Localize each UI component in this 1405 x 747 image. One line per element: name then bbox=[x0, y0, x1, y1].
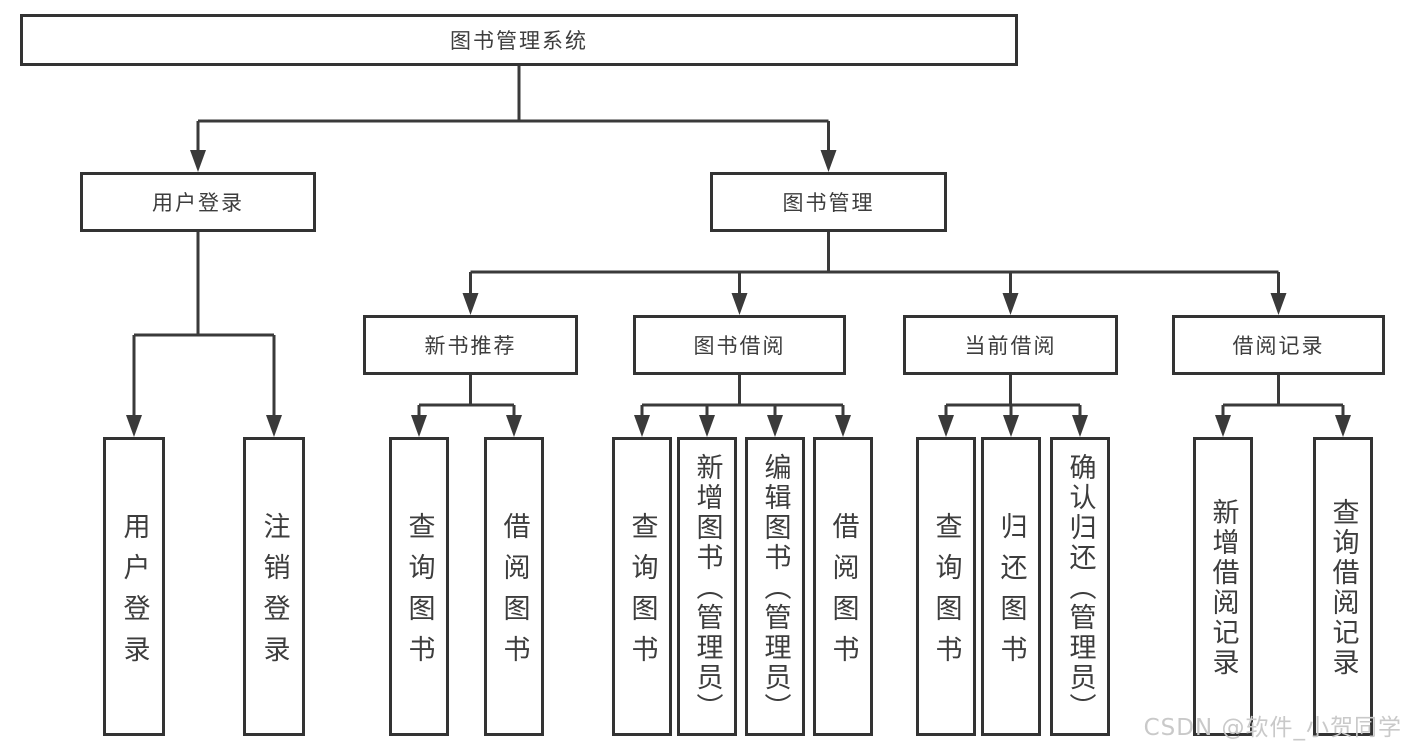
edge-records bbox=[1215, 375, 1351, 437]
arrowhead bbox=[767, 415, 783, 437]
node-label: 用户登录 bbox=[118, 511, 150, 676]
node-leaf-c-return: 归还图书 bbox=[981, 437, 1041, 736]
arrowhead bbox=[699, 415, 715, 437]
node-leaf-b-query: 查询图书 bbox=[612, 437, 672, 736]
node-label: 确认归还（管理员） bbox=[1064, 453, 1096, 723]
edge-lines bbox=[1221, 375, 1345, 417]
node-label: 查询图书 bbox=[626, 511, 658, 676]
arrowhead bbox=[411, 415, 427, 437]
node-mgmt: 图书管理 bbox=[710, 172, 947, 232]
node-label: 查询图书 bbox=[930, 511, 962, 676]
arrowhead bbox=[835, 415, 851, 437]
arrowhead bbox=[634, 415, 650, 437]
edge-login bbox=[126, 232, 282, 437]
arrowhead bbox=[462, 293, 479, 315]
node-leaf-r-query: 查询借阅记录 bbox=[1313, 437, 1373, 736]
arrowhead bbox=[266, 415, 282, 437]
node-label: 借阅记录 bbox=[1232, 334, 1325, 358]
node-label: 编辑图书（管理员） bbox=[759, 453, 791, 723]
edge-current bbox=[938, 375, 1088, 437]
edge-mgmt bbox=[462, 232, 1287, 315]
node-label: 借阅图书 bbox=[827, 511, 859, 676]
node-label: 查询借阅记录 bbox=[1327, 498, 1359, 678]
arrowhead bbox=[1072, 415, 1088, 437]
node-label: 新增借阅记录 bbox=[1207, 498, 1239, 678]
edge-lines bbox=[417, 375, 516, 417]
node-login: 用户登录 bbox=[80, 172, 316, 232]
node-label: 归还图书 bbox=[995, 511, 1027, 676]
edge-lines bbox=[944, 375, 1082, 417]
node-label: 图书管理系统 bbox=[450, 29, 588, 53]
node-label: 图书管理 bbox=[782, 191, 875, 215]
arrowhead bbox=[190, 150, 206, 172]
node-label: 注销登录 bbox=[258, 511, 290, 676]
node-label: 当前借阅 bbox=[964, 334, 1057, 358]
node-leaf-nb-query: 查询图书 bbox=[389, 437, 449, 736]
edge-newbook bbox=[411, 375, 522, 437]
node-label: 新书推荐 bbox=[424, 334, 517, 358]
node-leaf-c-confirm: 确认归还（管理员） bbox=[1050, 437, 1110, 736]
node-label: 新增图书（管理员） bbox=[691, 453, 723, 723]
node-leaf-nb-borrow: 借阅图书 bbox=[484, 437, 544, 736]
edge-lines bbox=[132, 232, 276, 417]
arrowhead bbox=[731, 293, 748, 315]
node-newbook: 新书推荐 bbox=[363, 315, 578, 375]
arrowhead bbox=[1270, 293, 1287, 315]
node-label: 图书借阅 bbox=[693, 334, 786, 358]
arrowhead bbox=[126, 415, 142, 437]
node-current: 当前借阅 bbox=[903, 315, 1118, 375]
edge-lines bbox=[469, 232, 1280, 295]
node-label: 借阅图书 bbox=[498, 511, 530, 676]
node-leaf-b-borrow: 借阅图书 bbox=[813, 437, 873, 736]
node-label: 用户登录 bbox=[152, 191, 244, 215]
node-leaf-logout: 注销登录 bbox=[243, 437, 305, 736]
node-label: 查询图书 bbox=[403, 511, 435, 676]
edge-root bbox=[190, 66, 837, 172]
arrowhead bbox=[938, 415, 954, 437]
arrowhead bbox=[506, 415, 522, 437]
node-root: 图书管理系统 bbox=[20, 14, 1018, 66]
arrowhead bbox=[1003, 415, 1019, 437]
node-borrowing: 图书借阅 bbox=[633, 315, 846, 375]
edge-borrowing bbox=[634, 375, 851, 437]
node-leaf-r-add: 新增借阅记录 bbox=[1193, 437, 1253, 736]
arrowhead bbox=[1215, 415, 1231, 437]
edge-lines bbox=[640, 375, 845, 417]
node-leaf-b-edit: 编辑图书（管理员） bbox=[745, 437, 805, 736]
node-leaf-user-login: 用户登录 bbox=[103, 437, 165, 736]
node-leaf-c-query: 查询图书 bbox=[916, 437, 976, 736]
arrowhead bbox=[1335, 415, 1351, 437]
node-records: 借阅记录 bbox=[1172, 315, 1385, 375]
node-leaf-b-add: 新增图书（管理员） bbox=[677, 437, 737, 736]
arrowhead bbox=[820, 150, 837, 172]
arrowhead bbox=[1002, 293, 1019, 315]
edge-lines bbox=[196, 66, 830, 152]
watermark: CSDN @软件_小贺同学 bbox=[1143, 715, 1402, 741]
